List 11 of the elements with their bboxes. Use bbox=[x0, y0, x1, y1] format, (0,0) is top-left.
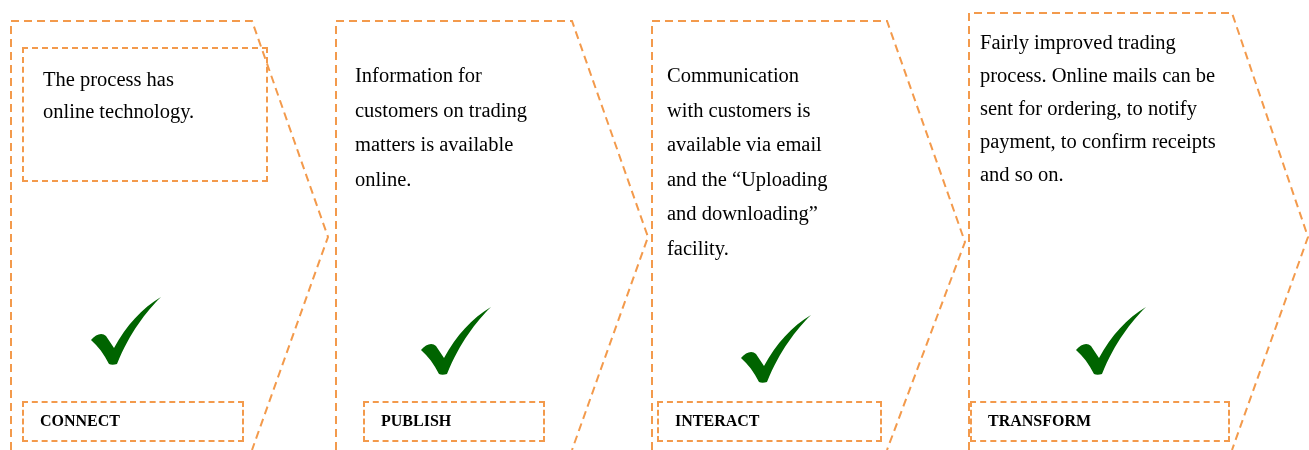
stage-label: TRANSFORM bbox=[970, 401, 1230, 442]
chevron-panel bbox=[10, 20, 330, 450]
stage-label: INTERACT bbox=[657, 401, 882, 442]
stage-label: CONNECT bbox=[22, 401, 244, 442]
chevron-panel bbox=[651, 20, 967, 450]
panel-text: Communication with customers is available via email and the “Uploading and downloading” facility. bbox=[667, 63, 829, 262]
panel-text: Information for customers on trading matters is available online. bbox=[355, 63, 528, 192]
panel-text: Fairly improved trading process. Online mails can be sent for ordering, to notify payment, to confirm receipts and so on. bbox=[980, 30, 1217, 187]
chevron-panel bbox=[968, 12, 1309, 450]
stage-label: PUBLISH bbox=[363, 401, 545, 442]
description-box: The process has online technology. bbox=[22, 47, 268, 182]
